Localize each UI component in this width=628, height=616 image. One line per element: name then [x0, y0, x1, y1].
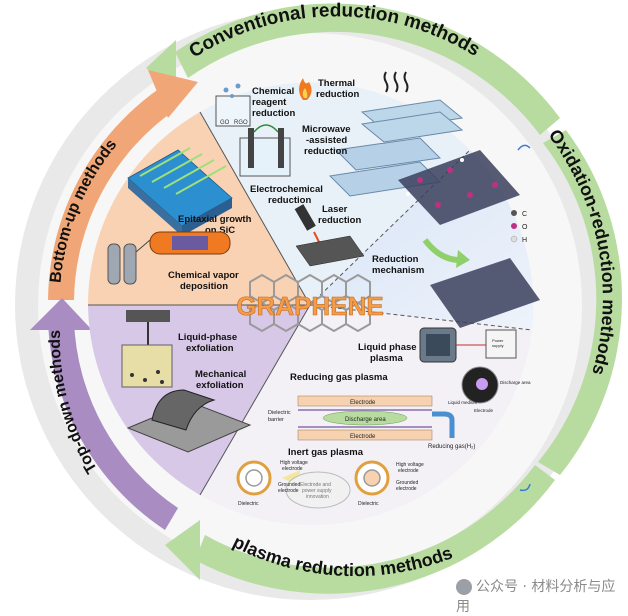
discharge-area-label: Discharge area	[345, 417, 386, 423]
inert-gas-plasma-label: Inert gas plasma	[288, 447, 364, 458]
liquid-exfoliation-beaker-icon	[121, 310, 173, 388]
dbd-reactor-icon	[297, 395, 455, 441]
divider	[199, 111, 311, 306]
reducing-gas-plasma-label: Reducing gas plasma	[290, 372, 388, 383]
wechat-logo-icon	[456, 579, 472, 595]
electrode-bottom-label: Electrode	[350, 434, 376, 440]
reduction-mechanism-label: Reduction mechanism	[372, 254, 424, 276]
beaker-label-rgo: RGO	[234, 120, 248, 126]
electrode-small-label: Electrode	[474, 408, 494, 413]
mechanical-exfoliation-label: Mechanical exfoliation	[195, 369, 249, 391]
grounded-electrode-left-label: Grounded electrode	[278, 482, 302, 494]
liquid-plasma-label: Liquid phase plasma	[358, 342, 419, 364]
conventional-arc	[175, 3, 560, 136]
power-supply-label: Power supply	[492, 338, 504, 348]
hv-electrode-right-label: High voltage electrode	[396, 462, 425, 474]
laser-device-icon	[294, 204, 365, 267]
liquid-medium-label: Liquid medium	[448, 400, 478, 405]
atom-label-h: H	[522, 237, 527, 244]
reducing-gas-h2-label: Reducing gas(H₂)	[428, 444, 475, 450]
dielectric-right-label: Dielectric	[358, 501, 379, 507]
top-down-arc	[48, 320, 178, 530]
beaker-label-go: GO	[220, 120, 230, 126]
epitaxial-graphene-icon	[127, 147, 233, 236]
divider	[199, 304, 311, 496]
inert-gas-reactor-icon	[236, 460, 390, 509]
top-down-arrow-head	[30, 298, 92, 330]
atom-label-c: C	[522, 211, 527, 218]
microwave-wave-icon	[383, 71, 409, 93]
flame-icon	[299, 78, 312, 100]
cvd-label: Chemical vapor deposition	[168, 270, 241, 292]
cvd-apparatus-icon	[107, 231, 231, 285]
thermal-label: Thermal reduction	[316, 78, 359, 100]
cloud-text: Electrode and power supply innovation	[300, 482, 333, 500]
dielectric-left-label: Dielectric	[238, 501, 259, 507]
plasma-arc	[195, 465, 555, 594]
chemical-reagent-label: Chemical reagent reduction	[252, 86, 297, 119]
liquid-plasma-apparatus-icon	[419, 327, 517, 404]
liquid-exfoliation-label: Liquid-phase exfoliation	[178, 332, 240, 354]
laser-label: Laser reduction	[318, 204, 361, 226]
graphene-oxide-lattice-icon	[398, 150, 520, 225]
microwave-label: Microwave -assisted reduction	[302, 124, 353, 157]
epitaxial-label: Epitaxial growth on SiC	[178, 214, 254, 236]
electrode-top-label: Electrode	[350, 400, 376, 406]
chemical-reagent-beaker-icon	[215, 83, 251, 127]
discharge-area-small-label: Discharge area	[500, 380, 531, 385]
atom-legend	[510, 210, 518, 243]
watermark-text: 公众号 · 材料分析与应用	[456, 579, 616, 615]
plasma-arrow-head	[165, 520, 200, 580]
bottom-up-arc	[48, 88, 175, 300]
rotation-arrow-icon	[519, 483, 531, 492]
tape-exfoliation-icon	[126, 389, 252, 453]
graphene-sheet-stack-icon	[328, 99, 464, 197]
grounded-electrode-right-label: Grounded electrode	[396, 480, 420, 492]
watermark: 公众号 · 材料分析与应用	[456, 576, 628, 616]
atom-label-o: O	[522, 224, 528, 231]
dielectric-barrier-label: Dielectric barrier	[268, 410, 292, 423]
electrochemical-cell-icon	[239, 124, 291, 177]
bottom-up-arrow-head	[148, 70, 198, 118]
graphene-hexagon-lattice	[249, 273, 371, 333]
electrochemical-label: Electrochemical reduction	[250, 184, 326, 206]
rotation-arrow-icon	[517, 144, 531, 151]
hv-electrode-left-label: High voltage electrode	[280, 460, 309, 472]
reduction-arrow-icon	[422, 238, 470, 268]
graphene-title: GRAPHENE	[236, 291, 383, 321]
reduced-graphene-lattice-icon	[430, 258, 540, 328]
oxidation-arc	[538, 130, 622, 475]
